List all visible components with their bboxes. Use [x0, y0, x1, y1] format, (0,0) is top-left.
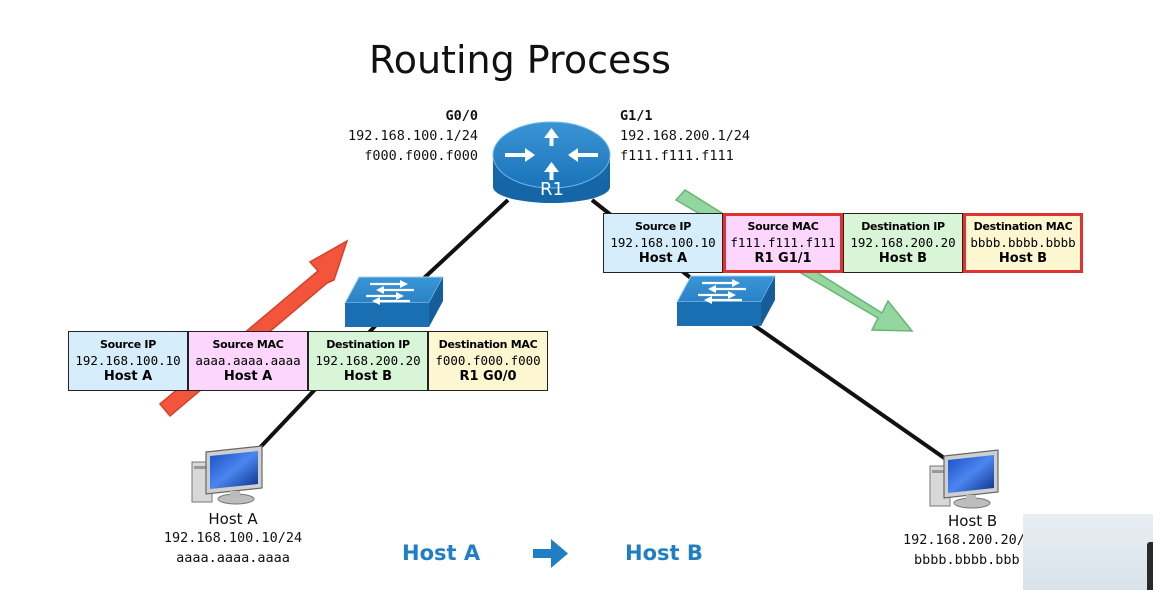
host-a-name: Host A — [208, 510, 258, 528]
flow-to-label: Host B — [625, 541, 703, 565]
g00-ip: 192.168.100.1/24 — [347, 128, 478, 144]
frame-right-source-mac: Source MAC f111.f111.f111 R1 G1/1 — [723, 213, 843, 273]
switch-right-icon — [676, 275, 776, 326]
flow-from-label: Host A — [402, 541, 481, 565]
router-r1-icon — [492, 121, 611, 203]
host-b-computer-icon — [929, 449, 999, 509]
webcam-overlay — [1023, 514, 1153, 590]
switch-left-icon — [344, 276, 444, 327]
host-b-ip: 192.168.200.20/ — [903, 532, 1025, 548]
host-b-name: Host B — [948, 512, 998, 530]
flow-arrow-icon — [533, 539, 568, 568]
frame-header-left: Source IP 192.168.100.10 Host A Source M… — [68, 331, 548, 391]
frame-left-destination-ip: Destination IP 192.168.200.20 Host B — [308, 331, 428, 391]
frame-right-destination-ip: Destination IP 192.168.200.20 Host B — [843, 213, 963, 273]
host-a-computer-icon — [191, 445, 263, 505]
g11-mac: f111.f111.f111 — [620, 148, 734, 164]
presenter-edge — [1147, 542, 1153, 590]
host-a-info: Host A 192.168.100.10/24 aaaa.aaaa.aaaa — [147, 510, 319, 568]
g11-name: G1/1 — [620, 108, 653, 124]
host-a-mac: aaaa.aaaa.aaaa — [176, 550, 290, 566]
host-b-info: Host B 192.168.200.20/ bbbb.bbbb.bbb — [900, 512, 1050, 570]
router-label: R1 — [540, 179, 564, 200]
frame-right-source-ip: Source IP 192.168.100.10 Host A — [603, 213, 723, 273]
g11-ip: 192.168.200.1/24 — [620, 128, 751, 144]
link-switch2-hostb — [723, 303, 952, 464]
g00-name: G0/0 — [445, 108, 478, 124]
frame-left-destination-mac: Destination MAC f000.f000.f000 R1 G0/0 — [428, 331, 548, 391]
page-title: Routing Process — [369, 38, 671, 82]
frame-right-destination-mac: Destination MAC bbbb.bbbb.bbbb Host B — [963, 213, 1083, 273]
frame-left-source-mac: Source MAC aaaa.aaaa.aaaa Host A — [188, 331, 308, 391]
frame-header-right: Source IP 192.168.100.10 Host A Source M… — [603, 213, 1083, 273]
g00-info: G0/0 192.168.100.1/24 f000.f000.f000 — [300, 106, 478, 166]
g11-info: G1/1 192.168.200.1/24 f111.f111.f111 — [620, 106, 800, 166]
g00-mac: f000.f000.f000 — [364, 148, 478, 164]
frame-left-source-ip: Source IP 192.168.100.10 Host A — [68, 331, 188, 391]
host-b-mac: bbbb.bbbb.bbb — [914, 552, 1020, 568]
host-a-ip: 192.168.100.10/24 — [163, 530, 303, 546]
